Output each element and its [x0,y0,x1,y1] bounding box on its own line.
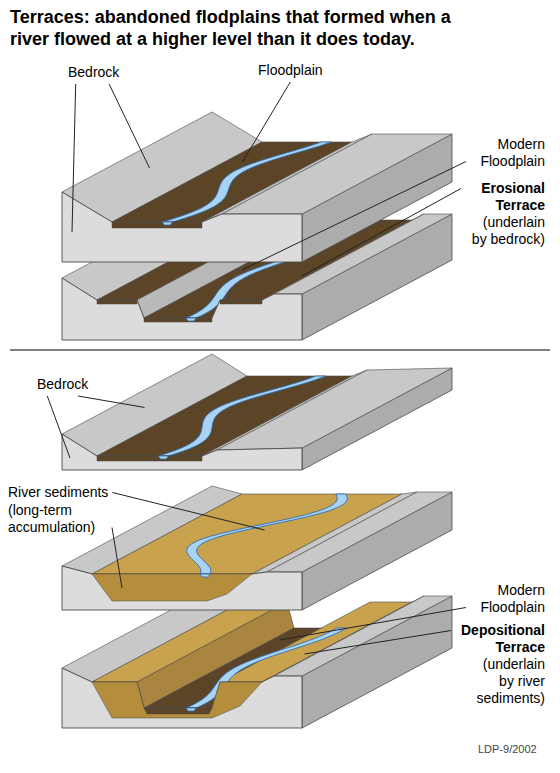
front-face [62,566,302,610]
watermark: LDP-9/2002 [478,742,537,756]
part-label: (underlain by river sediments) [467,656,545,707]
river-channel [158,376,326,456]
leader-line [112,528,122,589]
leader-line [112,493,264,531]
sediment-layer [92,682,262,718]
sediment-layer [144,708,212,714]
leader-line [78,396,144,407]
part-label: Depositional Terrace [455,622,545,656]
leader-line [302,189,461,277]
front-face [62,278,302,340]
part-label: (underlain by bedrock) [467,214,545,248]
leader-line [109,84,149,168]
leader-line [243,82,291,162]
leader-line [305,631,452,655]
sediment-layer [112,222,202,228]
land-surface [267,492,452,572]
leader-line [47,396,70,458]
river-channel [187,494,348,574]
part-label: Bedrock [37,376,88,393]
block-diagram [62,112,452,262]
block-diagram [62,354,452,470]
part-label: Floodplain [258,62,323,79]
land-surface [217,368,452,450]
river-notch [186,708,196,711]
part-label: Modern Floodplain [470,582,545,616]
leader-line [280,608,467,641]
diagram-title: Terraces: abandoned flodplains that form… [10,6,480,50]
separator-line [10,350,550,351]
part-label: (long-term accumulation) [8,502,108,536]
front-face [62,668,302,728]
block-diagram [62,486,452,610]
part-label: Modern Floodplain [470,136,545,170]
river-notch [186,318,196,321]
sediment-layer [220,300,262,304]
sediment-layer [92,574,252,601]
sediment-layer [97,456,202,461]
front-face [62,192,302,262]
front-face [62,434,302,470]
river-notch [162,222,172,225]
sediment-layer [97,300,137,304]
part-label: Erosional Terrace [465,180,545,214]
part-label: River sediments [8,484,108,501]
leader-line [242,162,466,271]
part-label: Bedrock [68,64,119,81]
leader-line [72,84,76,232]
sediment-layer [144,318,212,322]
land-surface [222,134,452,214]
river-notch [158,456,168,459]
river-notch [200,574,210,577]
